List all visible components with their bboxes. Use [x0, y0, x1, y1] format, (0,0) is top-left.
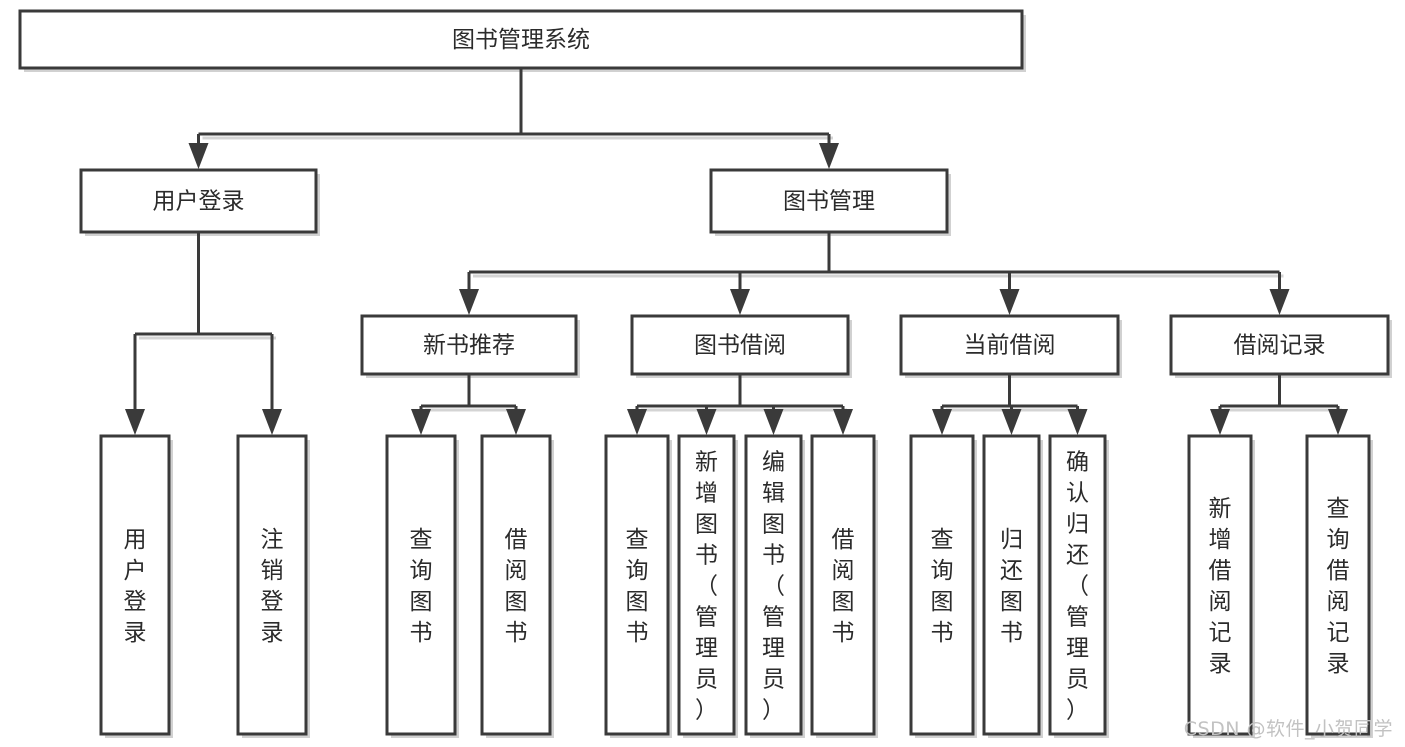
node-label: 图书管理系统 — [452, 27, 590, 53]
connector-conn-borrowrecord-to-leaves — [1210, 374, 1348, 435]
connector-conn-userlogin-to-leaves — [125, 232, 282, 435]
node-root[interactable]: 图书管理系统 — [18, 9, 1024, 70]
node-label: 确认归还（管理员） — [1066, 450, 1089, 724]
node-label: 图书借阅 — [694, 333, 786, 359]
connector-conn-root-to-level2 — [188, 68, 839, 169]
node-label: 借阅图书 — [832, 527, 855, 646]
node-label: 新书推荐 — [423, 333, 515, 359]
node-label: 查询图书 — [626, 527, 649, 646]
node-leaf-cb-confirm[interactable]: 确认归还（管理员） — [1048, 434, 1107, 736]
node-label: 注销登录 — [261, 527, 284, 646]
node-book-borrow[interactable]: 图书借阅 — [630, 314, 850, 376]
node-label: 查询图书 — [931, 527, 954, 646]
node-label: 编辑图书（管理员） — [762, 450, 785, 724]
node-label: 查询借阅记录 — [1327, 496, 1350, 677]
node-label: 图书管理 — [783, 189, 875, 215]
node-leaf-br-add[interactable]: 新增借阅记录 — [1187, 434, 1253, 736]
node-leaf-cb-return[interactable]: 归还图书 — [982, 434, 1041, 736]
node-leaf-cb-query[interactable]: 查询图书 — [909, 434, 975, 736]
node-leaf-bb-add[interactable]: 新增图书（管理员） — [677, 434, 736, 736]
node-new-book-rec[interactable]: 新书推荐 — [360, 314, 578, 376]
connector-conn-newbookrec-to-leaves — [411, 374, 526, 435]
node-leaf-bb-query[interactable]: 查询图书 — [604, 434, 670, 736]
node-book-manage[interactable]: 图书管理 — [709, 168, 949, 234]
node-label: 新增借阅记录 — [1209, 496, 1232, 677]
node-current-borrow[interactable]: 当前借阅 — [899, 314, 1120, 376]
watermark-label: CSDN @软件_小贺同学 — [1183, 718, 1393, 740]
node-label: 借阅记录 — [1234, 333, 1326, 359]
connector-conn-bookborrow-to-leaves — [627, 374, 853, 435]
node-leaf-user-logout[interactable]: 注销登录 — [236, 434, 308, 736]
node-label: 用户登录 — [153, 189, 245, 215]
node-leaf-bb-edit[interactable]: 编辑图书（管理员） — [744, 434, 803, 736]
node-leaf-br-query[interactable]: 查询借阅记录 — [1305, 434, 1371, 736]
node-label: 查询图书 — [410, 527, 433, 646]
node-label: 当前借阅 — [964, 333, 1056, 359]
node-label: 借阅图书 — [505, 527, 528, 646]
node-label: 归还图书 — [1000, 527, 1023, 646]
node-label: 用户登录 — [124, 527, 147, 646]
node-leaf-rec-borrow[interactable]: 借阅图书 — [480, 434, 552, 736]
node-label: 新增图书（管理员） — [695, 450, 718, 724]
node-leaf-user-login[interactable]: 用户登录 — [99, 434, 171, 736]
connector-conn-bookmanage-to-level3 — [459, 232, 1290, 315]
node-leaf-rec-query[interactable]: 查询图书 — [385, 434, 457, 736]
node-leaf-bb-borrow[interactable]: 借阅图书 — [810, 434, 876, 736]
node-borrow-record[interactable]: 借阅记录 — [1169, 314, 1390, 376]
connector-conn-currentborrow-to-leaves — [932, 374, 1088, 435]
node-user-login[interactable]: 用户登录 — [79, 168, 318, 234]
